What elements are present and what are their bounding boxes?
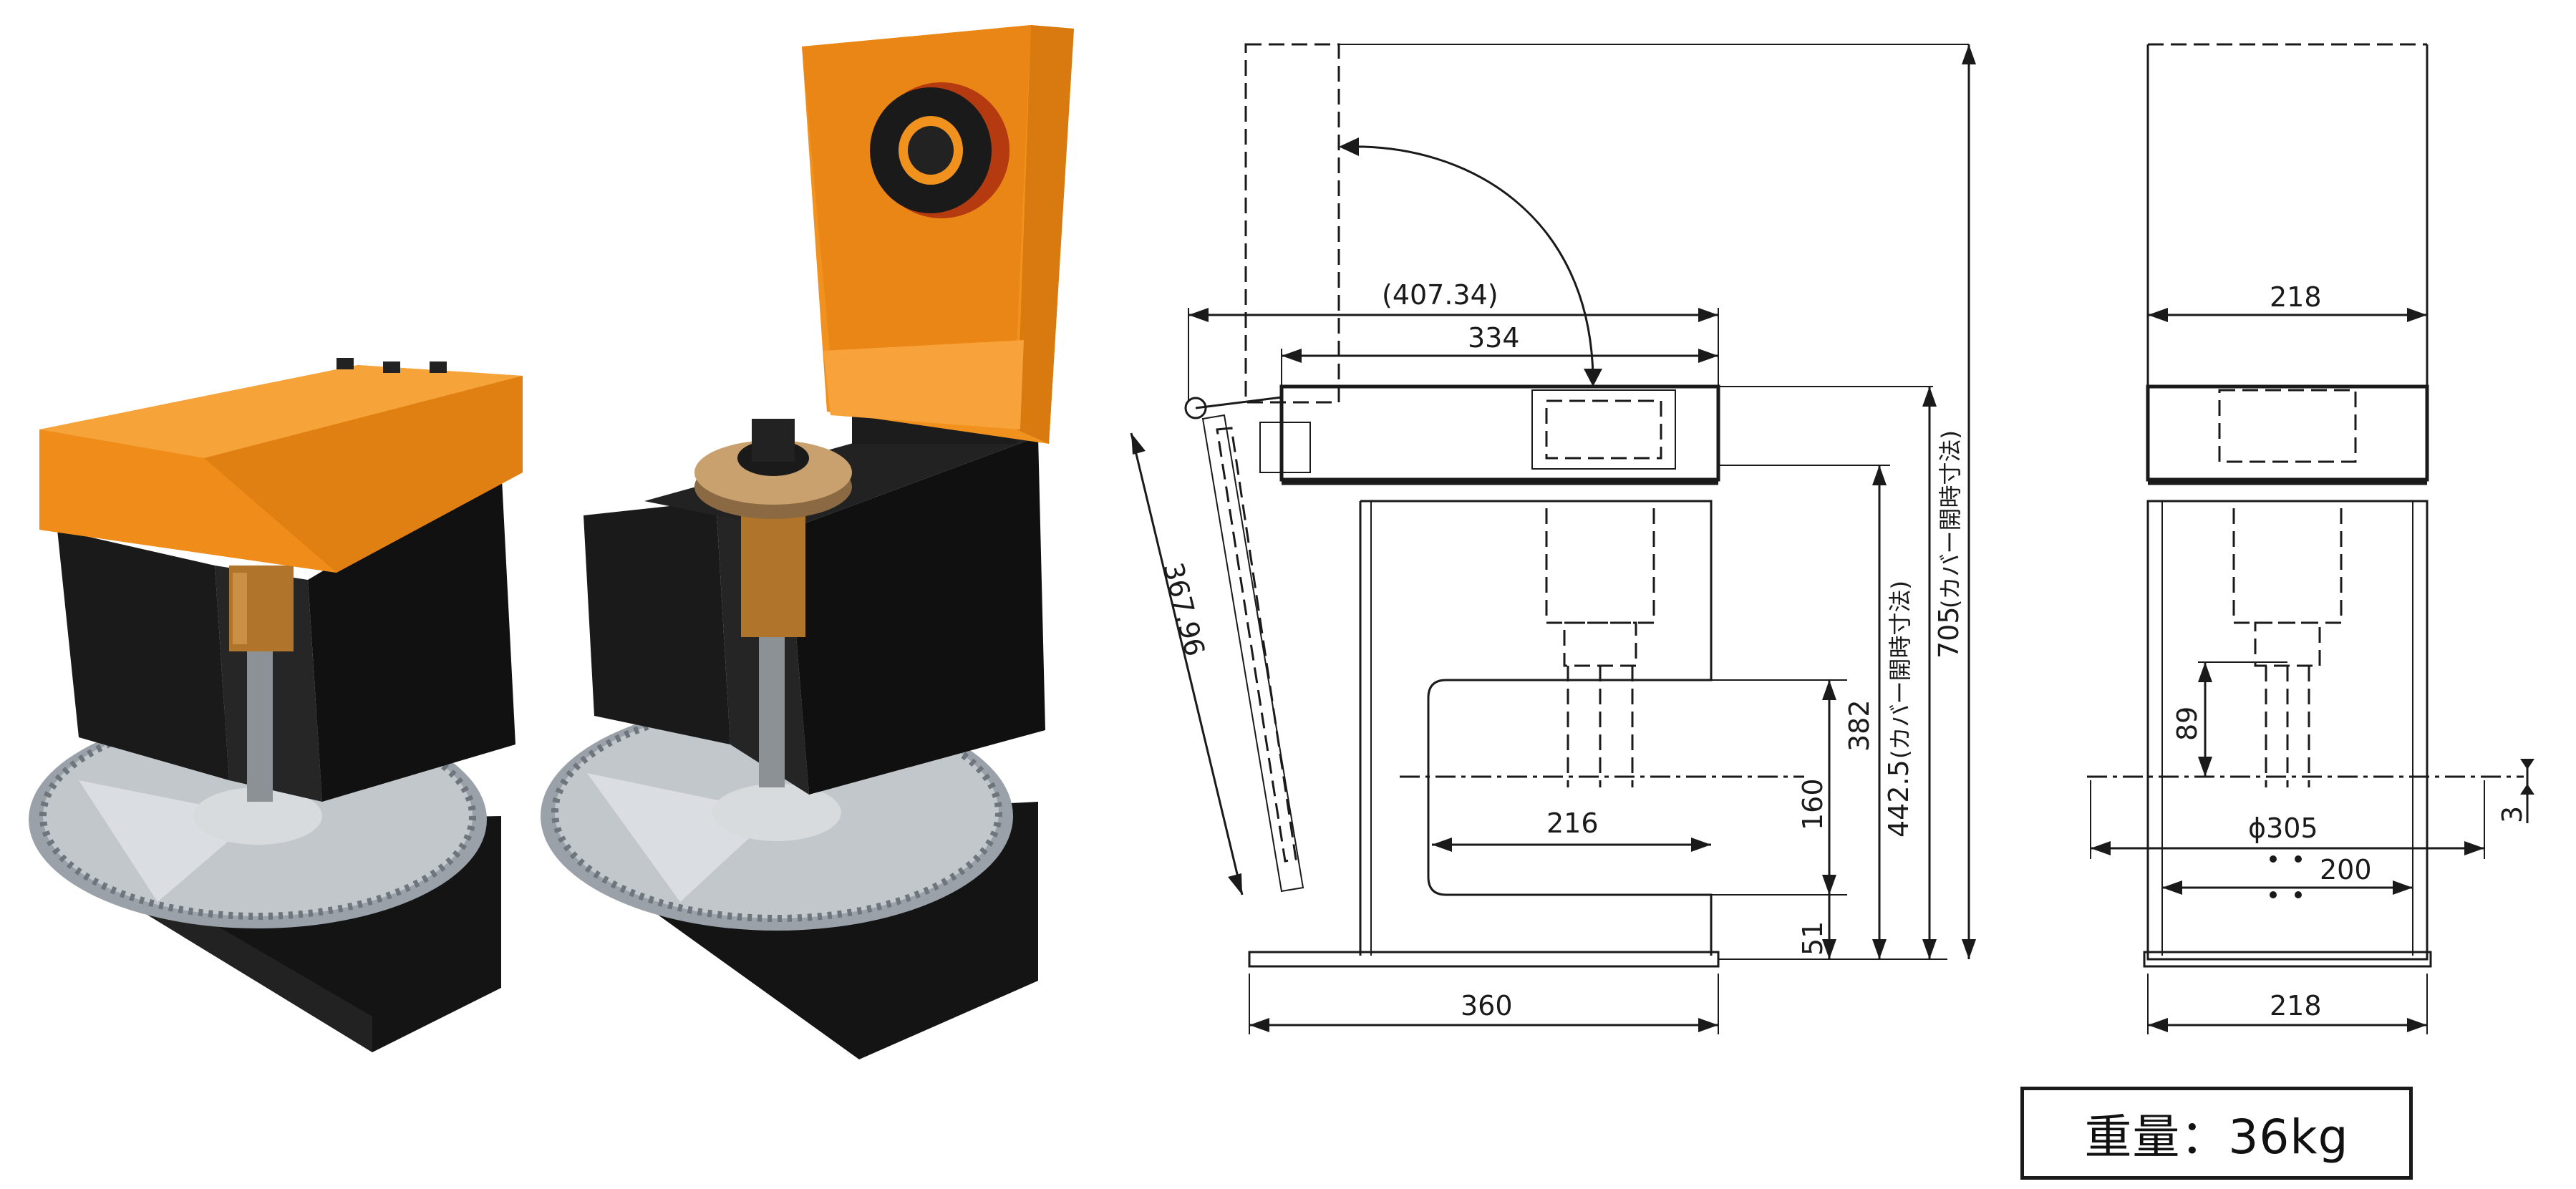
dim-throat-height: 382 — [1844, 699, 1875, 752]
side-view-drawing: (407.34) 334 367.96 216 360 1 — [1130, 43, 1976, 1034]
dim-throat-depth: 216 — [1546, 807, 1599, 839]
front-dim-top-width: 218 — [2270, 281, 2322, 313]
photo-machine-open — [541, 25, 1074, 1059]
front-dim-blade-offset: 3 — [2497, 806, 2528, 823]
front-view-drawing: 218 218 89 ϕ305 200 3 — [2087, 43, 2534, 1034]
photo-machine-closed — [29, 358, 523, 1052]
dim-top-width: 334 — [1468, 322, 1520, 354]
weight-box: 重量：36kg — [2020, 1087, 2413, 1180]
dim-lower-gap: 160 — [1797, 778, 1829, 830]
dim-overall-open-height: 705 — [1933, 606, 1965, 659]
dim-cover-open-height: 442.5 — [1883, 759, 1914, 838]
front-dim-flange-width: 200 — [2320, 854, 2372, 885]
dim-arm-length: 367.96 — [1157, 560, 1211, 660]
dim-cover-open-note-1: (カバー開時寸法) — [1887, 581, 1914, 759]
dim-base-width: 360 — [1461, 990, 1513, 1021]
orange-cover-closed — [39, 358, 523, 573]
weight-label: 重量：36kg — [2084, 1110, 2349, 1165]
cover-round-fixture — [870, 82, 1009, 218]
dim-base-height: 51 — [1797, 921, 1829, 956]
front-dim-blade-diameter: ϕ305 — [2248, 812, 2318, 844]
orange-cover-open — [802, 25, 1074, 444]
dim-cover-open-note-2: (カバー開時寸法) — [1937, 430, 1964, 608]
dim-overall-width: (407.34) — [1382, 279, 1498, 311]
front-dim-bottom-width: 218 — [2270, 990, 2322, 1021]
front-dim-spindle-offset: 89 — [2171, 707, 2203, 741]
